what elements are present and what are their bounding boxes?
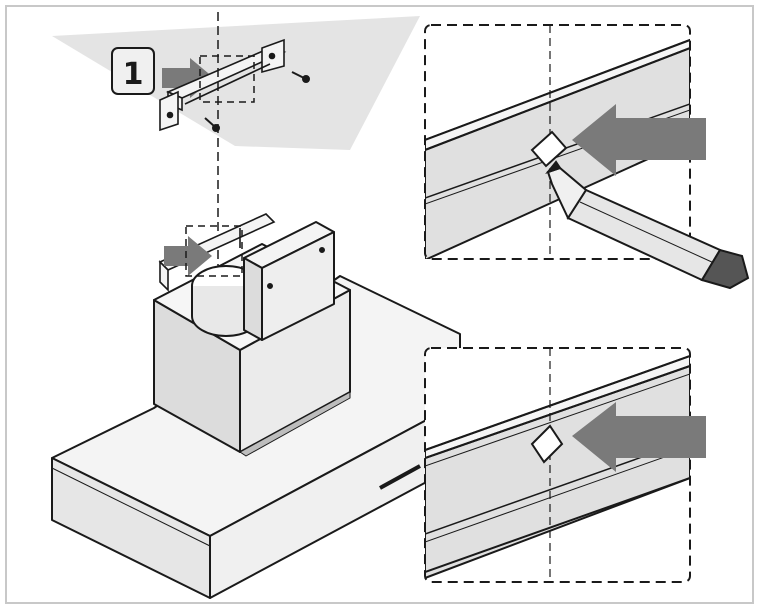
motor-housing [243, 221, 335, 341]
arrow-icon [572, 402, 706, 472]
step-badge: 1 [111, 47, 155, 95]
alignment-mark-top [530, 130, 568, 168]
arrow-icon [572, 104, 706, 176]
arrow-icon [164, 236, 212, 276]
detail-frame-bottom [424, 347, 691, 583]
pencil-icon [545, 160, 750, 290]
detail-alignment [424, 347, 706, 583]
figure-frame [5, 5, 754, 604]
ceiling-panel [52, 16, 420, 150]
detail-marking [424, 24, 750, 290]
alignment-mark-bottom [530, 424, 564, 464]
step-number: 1 [123, 57, 144, 92]
bracket-icon [159, 38, 287, 132]
focus-box-chimney [185, 225, 243, 277]
focus-box-ceiling [199, 55, 255, 103]
